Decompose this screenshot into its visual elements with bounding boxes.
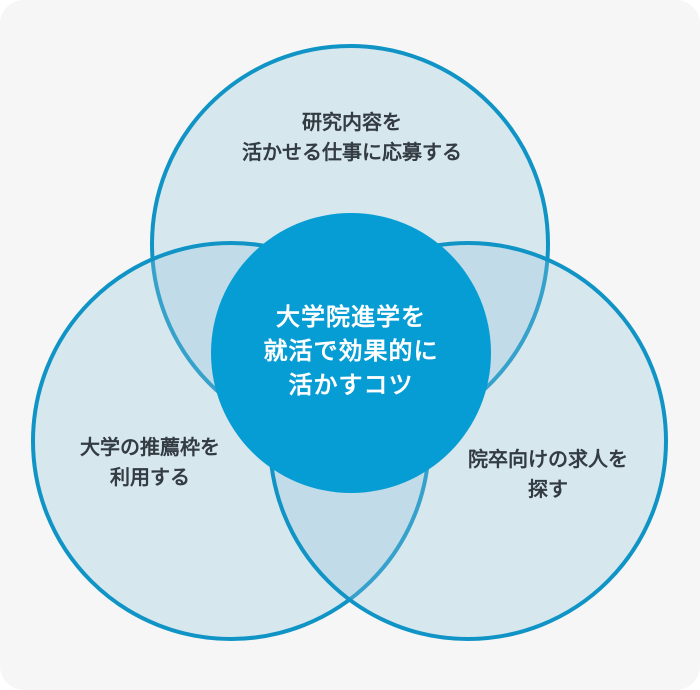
label-top-line-2: 活かせる仕事に応募する bbox=[242, 142, 462, 164]
label-top-line-1: 研究内容を bbox=[302, 112, 402, 134]
label-left-circle: 大学の推薦枠を 利用する bbox=[80, 433, 220, 493]
label-center-circle: 大学院進学を 就活で効果的に 活かすコツ bbox=[264, 301, 439, 403]
label-right-line-2: 探す bbox=[528, 479, 568, 501]
label-right-circle: 院卒向けの求人を 探す bbox=[468, 445, 628, 505]
label-top-circle: 研究内容を 活かせる仕事に応募する bbox=[242, 108, 462, 168]
label-left-line-1: 大学の推薦枠を bbox=[80, 437, 220, 459]
label-right-line-1: 院卒向けの求人を bbox=[468, 449, 628, 471]
label-center-line-3: 活かすコツ bbox=[288, 372, 414, 399]
label-center-line-1: 大学院進学を bbox=[276, 304, 426, 331]
label-center-line-2: 就活で効果的に bbox=[263, 338, 439, 365]
label-left-line-2: 利用する bbox=[110, 467, 190, 489]
venn-center-circle bbox=[211, 213, 491, 493]
